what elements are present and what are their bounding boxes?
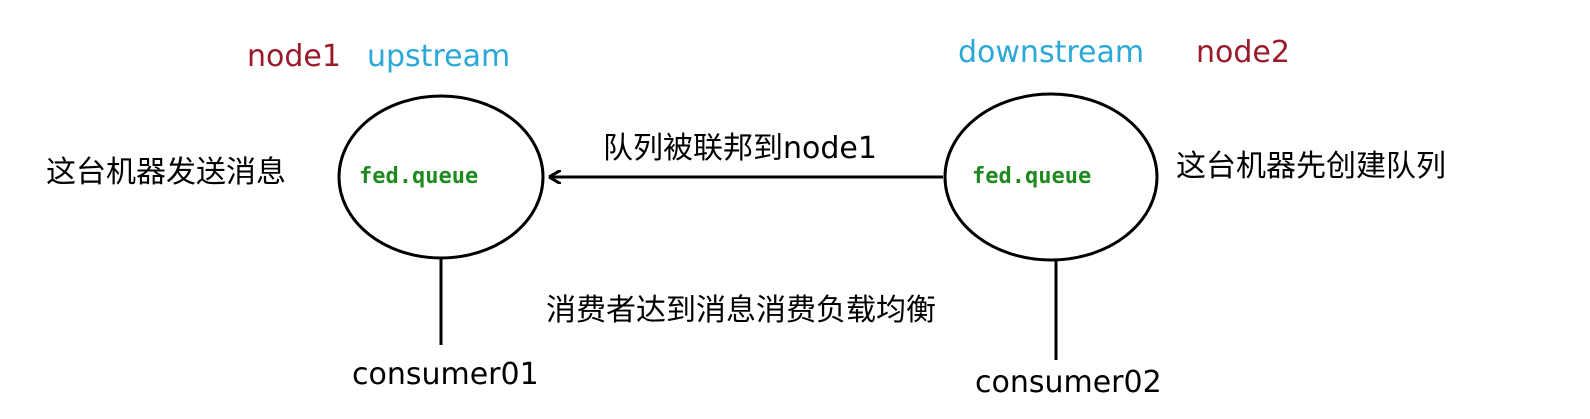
node2-queue-label: fed.queue xyxy=(972,164,1092,189)
node2-note-label: 这台机器先创建队列 xyxy=(1176,149,1446,184)
node2-role-label: downstream xyxy=(958,35,1145,70)
node1-queue-label: fed.queue xyxy=(359,164,479,189)
node1-role-label: upstream xyxy=(367,39,511,74)
consumer02-label: consumer02 xyxy=(975,365,1162,400)
load-balance-label: 消费者达到消息消费负载均衡 xyxy=(546,293,936,328)
node2-name-label: node2 xyxy=(1196,35,1290,70)
consumer01-label: consumer01 xyxy=(352,357,539,392)
node1-note-label: 这台机器发送消息 xyxy=(46,155,286,190)
federation-link-label: 队列被联邦到node1 xyxy=(603,131,877,166)
node1-name-label: node1 xyxy=(247,39,341,74)
node2-queue-circle xyxy=(943,92,1159,262)
